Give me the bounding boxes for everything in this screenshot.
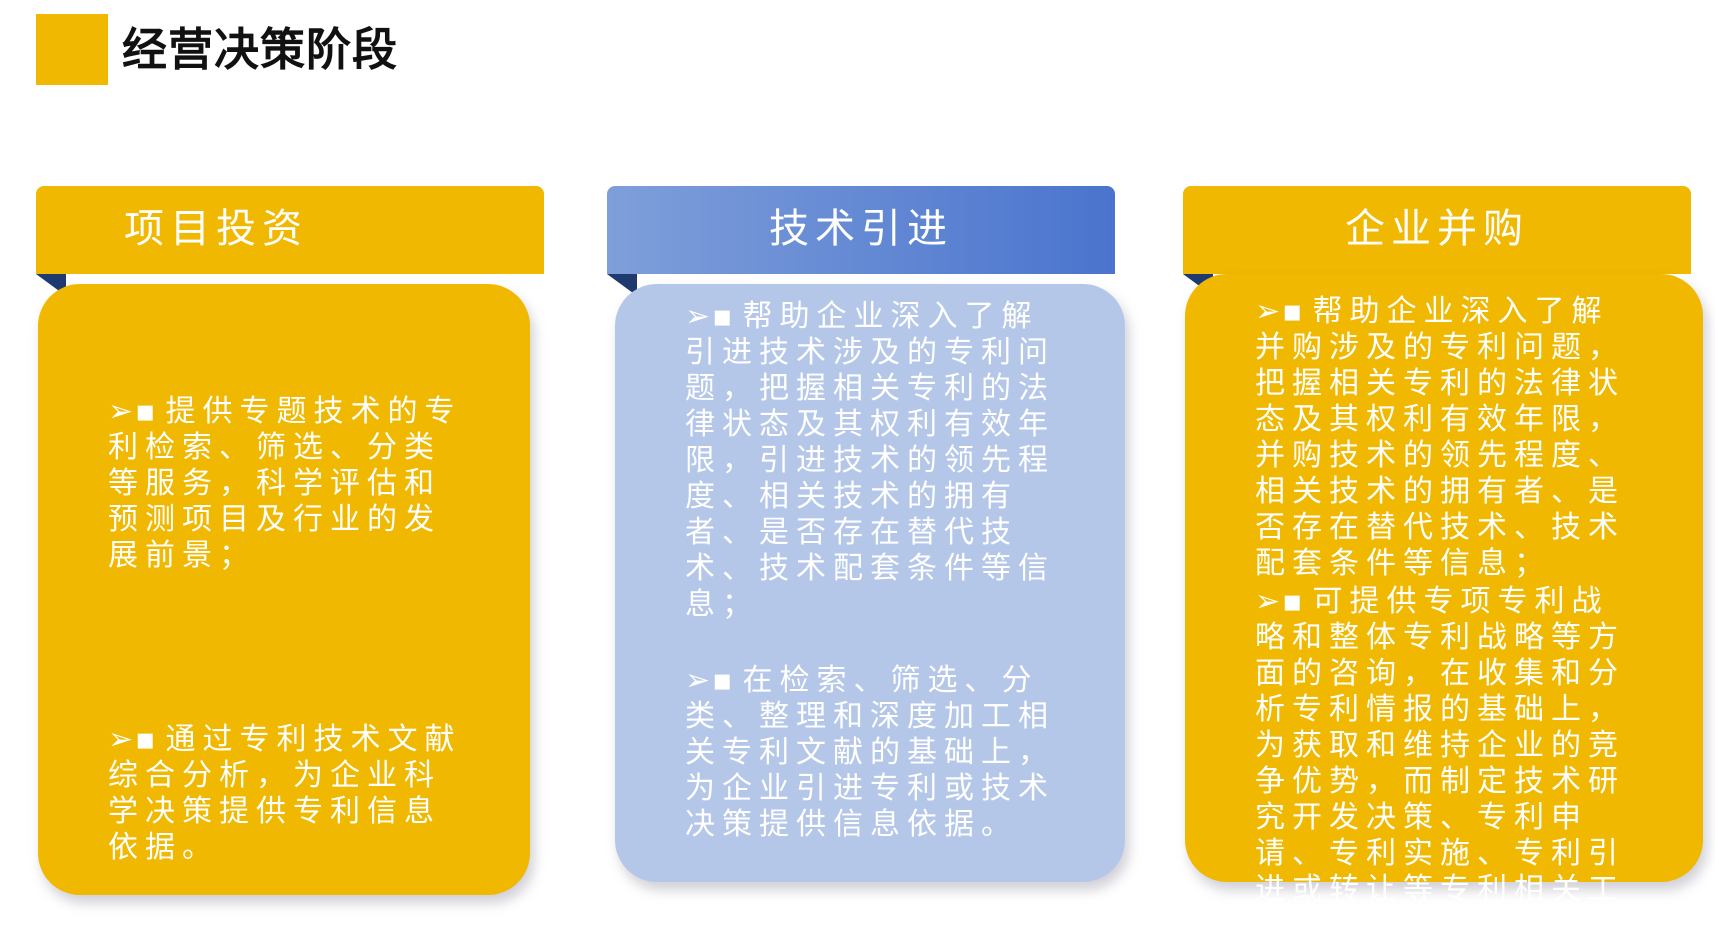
arrow-bullet-icon: ➢▪ — [108, 722, 158, 757]
bullet-item: ➢▪帮助企业深入了解引进技术涉及的专利问题，把握相关专利的法律状态及其权利有效年… — [685, 299, 1055, 622]
bullet-item: ➢▪可提供专项专利战略和整体专利战略等方面的咨询，在收集和分析专利情报的基础上，… — [1255, 584, 1625, 943]
panel-mergers-acquisitions: 企业并购 ➢▪帮助企业深入了解并购涉及的专利问题，把握相关专利的法律状态及其权利… — [1183, 186, 1703, 943]
panel-technology-introduction: 技术引进 ➢▪帮助企业深入了解引进技术涉及的专利问题，把握相关专利的法律状态及其… — [607, 186, 1125, 900]
arrow-bullet-icon: ➢▪ — [685, 663, 735, 698]
bullet-item: ➢▪通过专利技术文献综合分析，为企业科学决策提供专利信息依据。 — [108, 722, 462, 865]
panel-header-project-investment: 项目投资 — [36, 186, 544, 274]
arrow-bullet-icon: ➢▪ — [1255, 294, 1305, 329]
panel-body-project-investment: ➢▪提供专题技术的专利检索、筛选、分类等服务，科学评估和预测项目及行业的发展前景… — [38, 284, 530, 895]
panel-body-mergers-acquisitions: ➢▪帮助企业深入了解并购涉及的专利问题，把握相关专利的法律状态及其权利有效年限，… — [1185, 274, 1703, 943]
arrow-bullet-icon: ➢▪ — [685, 299, 735, 334]
title-accent-square — [36, 14, 108, 85]
bullet-item: ➢▪帮助企业深入了解并购涉及的专利问题，把握相关专利的法律状态及其权利有效年限，… — [1255, 294, 1625, 581]
header-fold-decoration — [607, 274, 637, 296]
panel-body-technology-introduction: ➢▪帮助企业深入了解引进技术涉及的专利问题，把握相关专利的法律状态及其权利有效年… — [615, 284, 1125, 882]
bullet-item: ➢▪提供专题技术的专利检索、筛选、分类等服务，科学评估和预测项目及行业的发展前景… — [108, 394, 462, 573]
bullet-item: ➢▪在检索、筛选、分类、整理和深度加工相关专利文献的基础上，为企业引进专利或技术… — [685, 663, 1055, 842]
arrow-bullet-icon: ➢▪ — [1255, 584, 1305, 619]
panel-project-investment: 项目投资 ➢▪提供专题技术的专利检索、筛选、分类等服务，科学评估和预测项目及行业… — [36, 186, 544, 900]
panel-header-mergers-acquisitions: 企业并购 — [1183, 186, 1691, 274]
page-title: 经营决策阶段 — [122, 23, 399, 76]
arrow-bullet-icon: ➢▪ — [108, 394, 158, 429]
panel-header-technology-introduction: 技术引进 — [607, 186, 1115, 274]
